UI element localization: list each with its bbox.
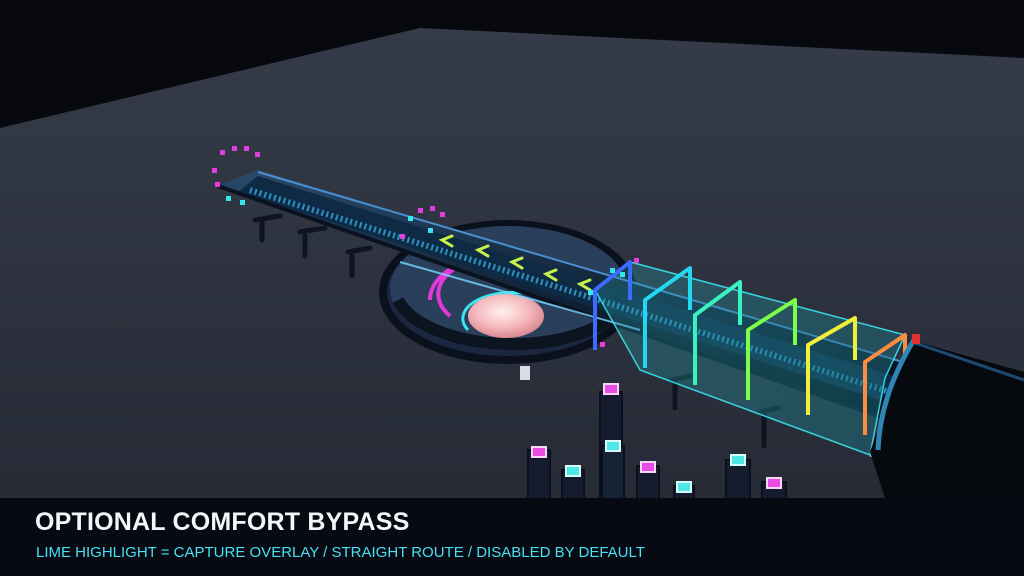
spawn-pillars (527, 383, 787, 501)
capture-overlay-chevrons (438, 234, 592, 292)
caption-subtitle: LIME HIGHLIGHT = CAPTURE OVERLAY / STRAI… (36, 544, 645, 561)
caption-title: OPTIONAL COMFORT BYPASS (35, 508, 410, 536)
caption-bar (0, 498, 1024, 576)
exit-tube (870, 334, 1024, 498)
